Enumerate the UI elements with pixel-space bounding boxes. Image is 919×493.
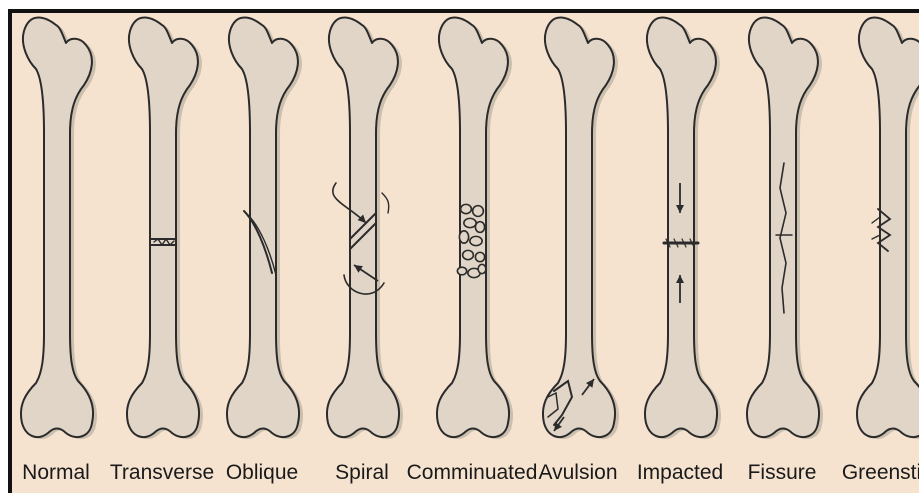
bone-spiral: Spiral: [327, 18, 403, 485]
label-greenstick: Greenstick: [842, 461, 919, 484]
bone-fissure: Fissure: [747, 18, 823, 485]
label-comminuted: Comminuated: [407, 461, 538, 484]
bone-normal: Normal: [21, 18, 97, 485]
bone-greenstick: Greenstick: [842, 18, 919, 485]
bone-impacted: Impacted: [637, 18, 723, 485]
bone-comminuted: Comminuated: [407, 18, 538, 485]
label-avulsion: Avulsion: [539, 461, 618, 484]
bone-oblique: Oblique: [226, 18, 303, 485]
label-transverse: Transverse: [110, 461, 214, 484]
bone-transverse: Transverse: [110, 18, 214, 485]
fracture-types-diagram: Normal Transverse Oblique Spiral Comminuated…: [12, 13, 919, 493]
label-spiral: Spiral: [335, 461, 389, 484]
label-impacted: Impacted: [637, 461, 723, 484]
label-oblique: Oblique: [226, 461, 298, 484]
label-fissure: Fissure: [748, 461, 817, 484]
label-normal: Normal: [22, 461, 90, 484]
bone-avulsion: Avulsion: [539, 18, 620, 485]
diagram-frame: Normal Transverse Oblique Spiral Comminuated…: [8, 9, 919, 493]
